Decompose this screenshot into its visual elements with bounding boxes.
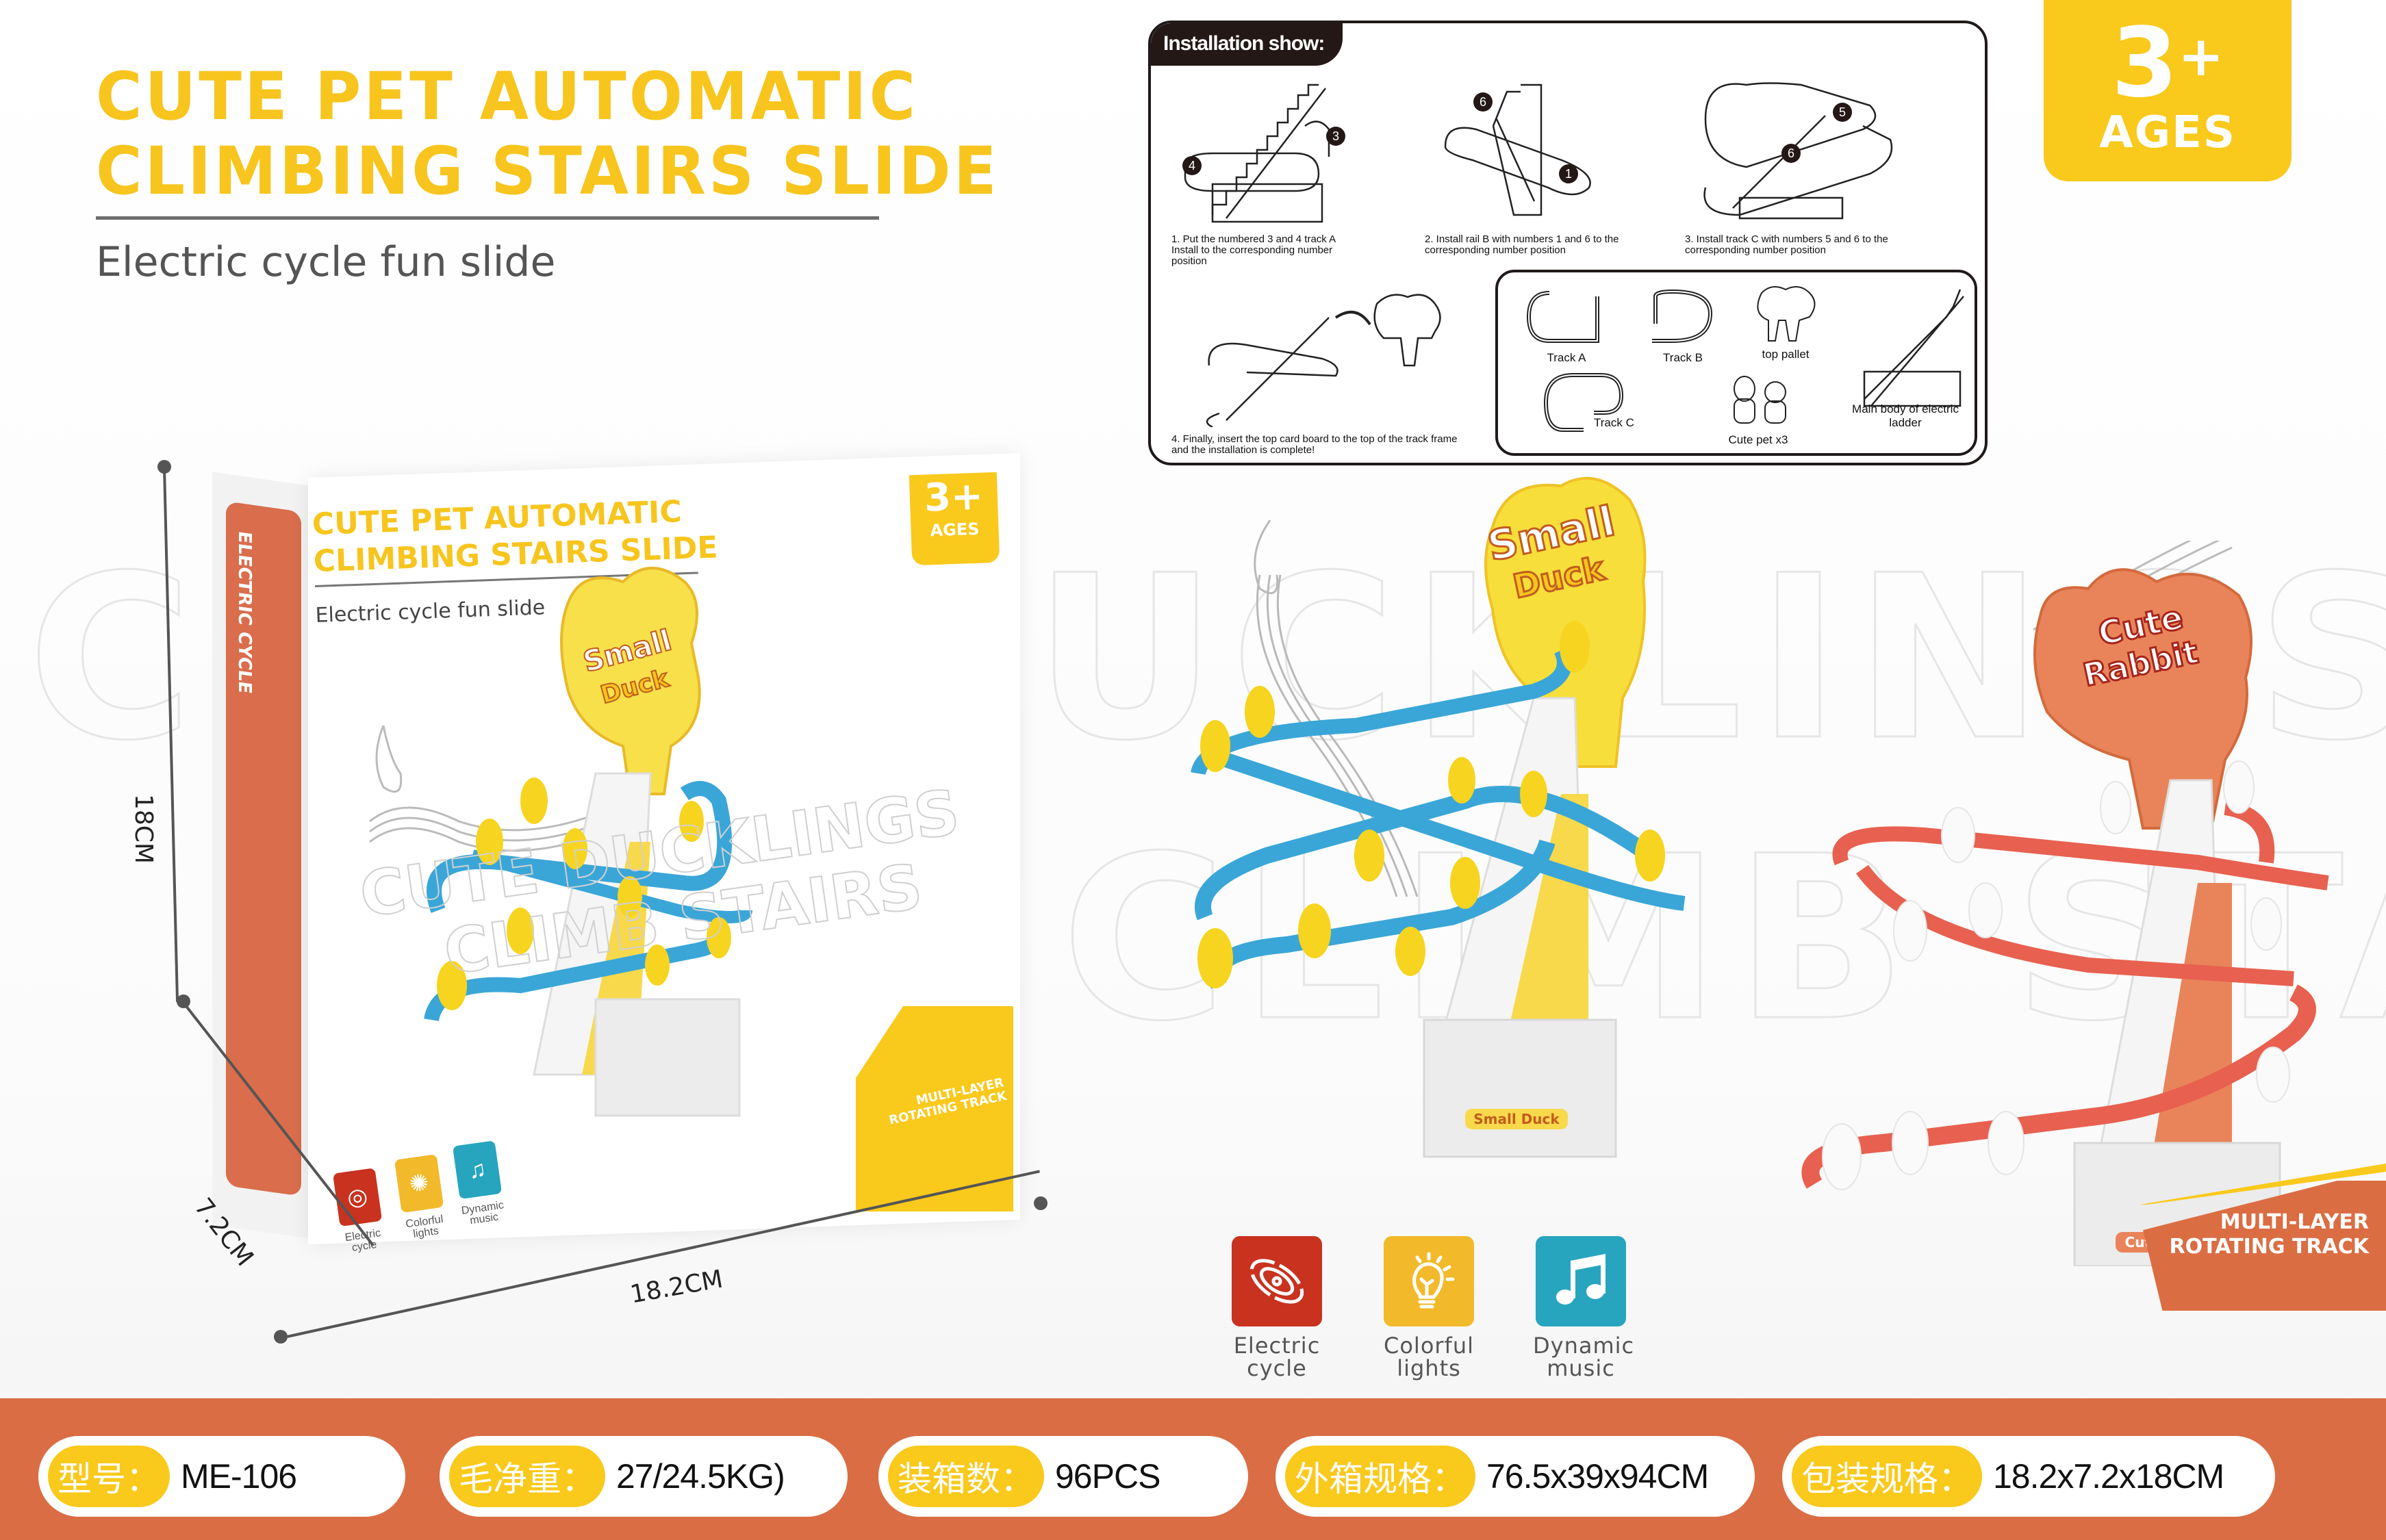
spec-package-size: 包装规格： 18.2x7.2x18CM [1782, 1436, 2275, 1517]
part-track-a: Track A [1519, 286, 1614, 365]
spec-carton-size: 外箱规格： 76.5x39x94CM [1276, 1436, 1755, 1517]
track-c-diagram: 5 6 [1703, 82, 1893, 220]
feature-label-line-1: Electric [1233, 1333, 1321, 1359]
product-box: ELECTRIC CYCLE CUTE PET AUTOMATIC CLIMBI… [212, 452, 1020, 1254]
part-label: Track C [1594, 416, 1634, 429]
title-divider [96, 216, 879, 220]
title-line-1: CUTE PET AUTOMATIC [96, 57, 919, 136]
box-feature-dynamic-music: ♫ Dynamic music [446, 1140, 512, 1229]
spec-value: 76.5x39x94CM [1486, 1457, 1709, 1496]
rail-b-diagram: 6 1 [1444, 84, 1591, 216]
spec-key: 包装规格： [1792, 1446, 1982, 1507]
part-electric-ladder: Main body of electric ladder [1840, 276, 1970, 430]
feature-icons: Electric cycle Colorful lights Dynamic m… [1229, 1236, 1635, 1381]
cute-pet-icon [1734, 376, 1786, 424]
install-step-4: 4. Finally, insert the top card board to… [1171, 290, 1480, 456]
box-ribbon [856, 1006, 1013, 1211]
marker-6: 6 [1480, 95, 1486, 109]
install-step-3: 5 6 3. Install track C with numbers 5 an… [1685, 64, 1918, 256]
part-track-c: Track C [1519, 368, 1649, 440]
bulb-icon: ✺ [394, 1154, 444, 1214]
top-pallet-diagram [1206, 294, 1441, 427]
duck-toy-illustration: Small Duck Small Duck [1191, 476, 1686, 1158]
dim-dot-right [1034, 1196, 1048, 1210]
installation-panel: Installation show: 4 3 1. Put the number… [1148, 21, 1988, 465]
part-label: Cute pet x3 [1728, 433, 1788, 446]
age-number: 3+ [2111, 12, 2224, 115]
spec-weight: 毛净重： 27/24.5KG) [440, 1436, 848, 1517]
age-badge: 3+ AGES [2044, 0, 2292, 181]
part-track-b: Track B [1642, 286, 1724, 365]
music-note-icon: ♫ [452, 1140, 503, 1200]
spec-value: 27/24.5KG) [616, 1457, 785, 1496]
feature-label-line-2: cycle [1247, 1355, 1307, 1381]
step-2-text: 2. Install rail B with numbers 1 and 6 t… [1425, 233, 1619, 256]
marker-3: 3 [1332, 129, 1339, 143]
step-1-text: 1. Put the numbered 3 and 4 track A Inst… [1171, 233, 1336, 267]
tag-line-1: MULTI-LAYER [2220, 1210, 2369, 1234]
spec-value: 18.2x7.2x18CM [1993, 1457, 2224, 1496]
installation-title: Installation show: [1151, 23, 1343, 66]
marker-6b: 6 [1788, 146, 1794, 160]
top-pallet-icon [1757, 286, 1816, 342]
track-c-icon [1543, 373, 1624, 432]
feature-dynamic-music: Dynamic music [1533, 1236, 1635, 1381]
orbit-icon: ◎ [332, 1168, 383, 1227]
step-3-text: 3. Install track C with numbers 5 and 6 … [1685, 233, 1888, 256]
install-step-2: 6 1 2. Install rail B with numbers 1 and… [1425, 64, 1644, 256]
dim-dot-top [157, 460, 171, 474]
title-line-2: CLIMBING STAIRS SLIDE [96, 132, 1000, 210]
duck-base-label: Small Duck [1473, 1111, 1560, 1127]
feature-colorful-lights: Colorful lights [1381, 1236, 1477, 1380]
age-digit: 3 [2111, 8, 2179, 119]
feature-label-line-1: Colorful [1384, 1333, 1474, 1359]
rabbit-figures [1822, 760, 2290, 1190]
electric-ladder-icon [1863, 289, 1964, 407]
feature-electric-cycle: Electric cycle [1229, 1236, 1325, 1380]
part-label: Track B [1663, 351, 1703, 364]
orbit-icon [1232, 1236, 1322, 1326]
stairs-track-a-diagram: 4 3 [1182, 84, 1345, 223]
box-feature-electric-cycle: ◎ Electric cycle [327, 1167, 392, 1256]
part-label: Track A [1547, 351, 1586, 364]
spec-key: 毛净重： [449, 1446, 605, 1507]
track-a-icon [1526, 291, 1599, 343]
box-feature-colorful-lights: ✺ Colorful lights [388, 1153, 454, 1242]
rabbit-toy-illustration: Cute Rabbit Cute Rabbit [1801, 541, 2329, 1266]
marker-4: 4 [1189, 159, 1195, 172]
age-plus: + [2178, 25, 2224, 88]
part-label: Main body of electric ladder [1852, 402, 1959, 429]
tag-line-2: ROTATING TRACK [2169, 1235, 2369, 1259]
spec-quantity: 装箱数： 96PCS [878, 1436, 1248, 1517]
subtitle: Electric cycle fun slide [96, 238, 556, 286]
multi-layer-tag-text: MULTI-LAYER ROTATING TRACK [2163, 1210, 2369, 1259]
track-b-icon [1652, 289, 1713, 343]
music-note-icon [1536, 1236, 1626, 1326]
spec-value: ME-106 [181, 1457, 297, 1496]
part-top-pallet: top pallet [1744, 283, 1827, 361]
step-4-text: 4. Finally, insert the top card board to… [1171, 433, 1458, 456]
feature-label-line-2: music [1547, 1355, 1615, 1381]
spec-value: 96PCS [1055, 1457, 1160, 1496]
install-step-1: 4 3 1. Put the numbered 3 and 4 track A … [1171, 64, 1384, 267]
box-toy-illustration: Small Duck [369, 567, 752, 1117]
spec-key: 型号： [48, 1446, 170, 1507]
age-label: AGES [2099, 107, 2236, 158]
marker-5: 5 [1839, 105, 1846, 119]
feature-label-line-1: Dynamic [1533, 1333, 1635, 1359]
spec-key: 装箱数： [888, 1446, 1044, 1507]
feature-label-line-2: lights [1397, 1355, 1461, 1381]
width-dimension-label: 18.2CM [628, 1265, 725, 1309]
bulb-icon [1384, 1236, 1474, 1326]
spec-key: 外箱规格： [1285, 1446, 1475, 1507]
spec-model: 型号： ME-106 [38, 1436, 405, 1517]
marker-1: 1 [1565, 167, 1572, 181]
height-dimension-label: 18CM [129, 794, 157, 864]
page-title: CUTE PET AUTOMATIC CLIMBING STAIRS SLIDE [96, 57, 1000, 210]
part-cute-pet: Cute pet x3 [1710, 368, 1806, 447]
duck-figures [1197, 621, 1665, 988]
part-label: top pallet [1762, 348, 1810, 361]
parts-list: Track A Track B top pallet Main body of … [1495, 270, 1977, 456]
music-staff-icon [369, 725, 596, 852]
